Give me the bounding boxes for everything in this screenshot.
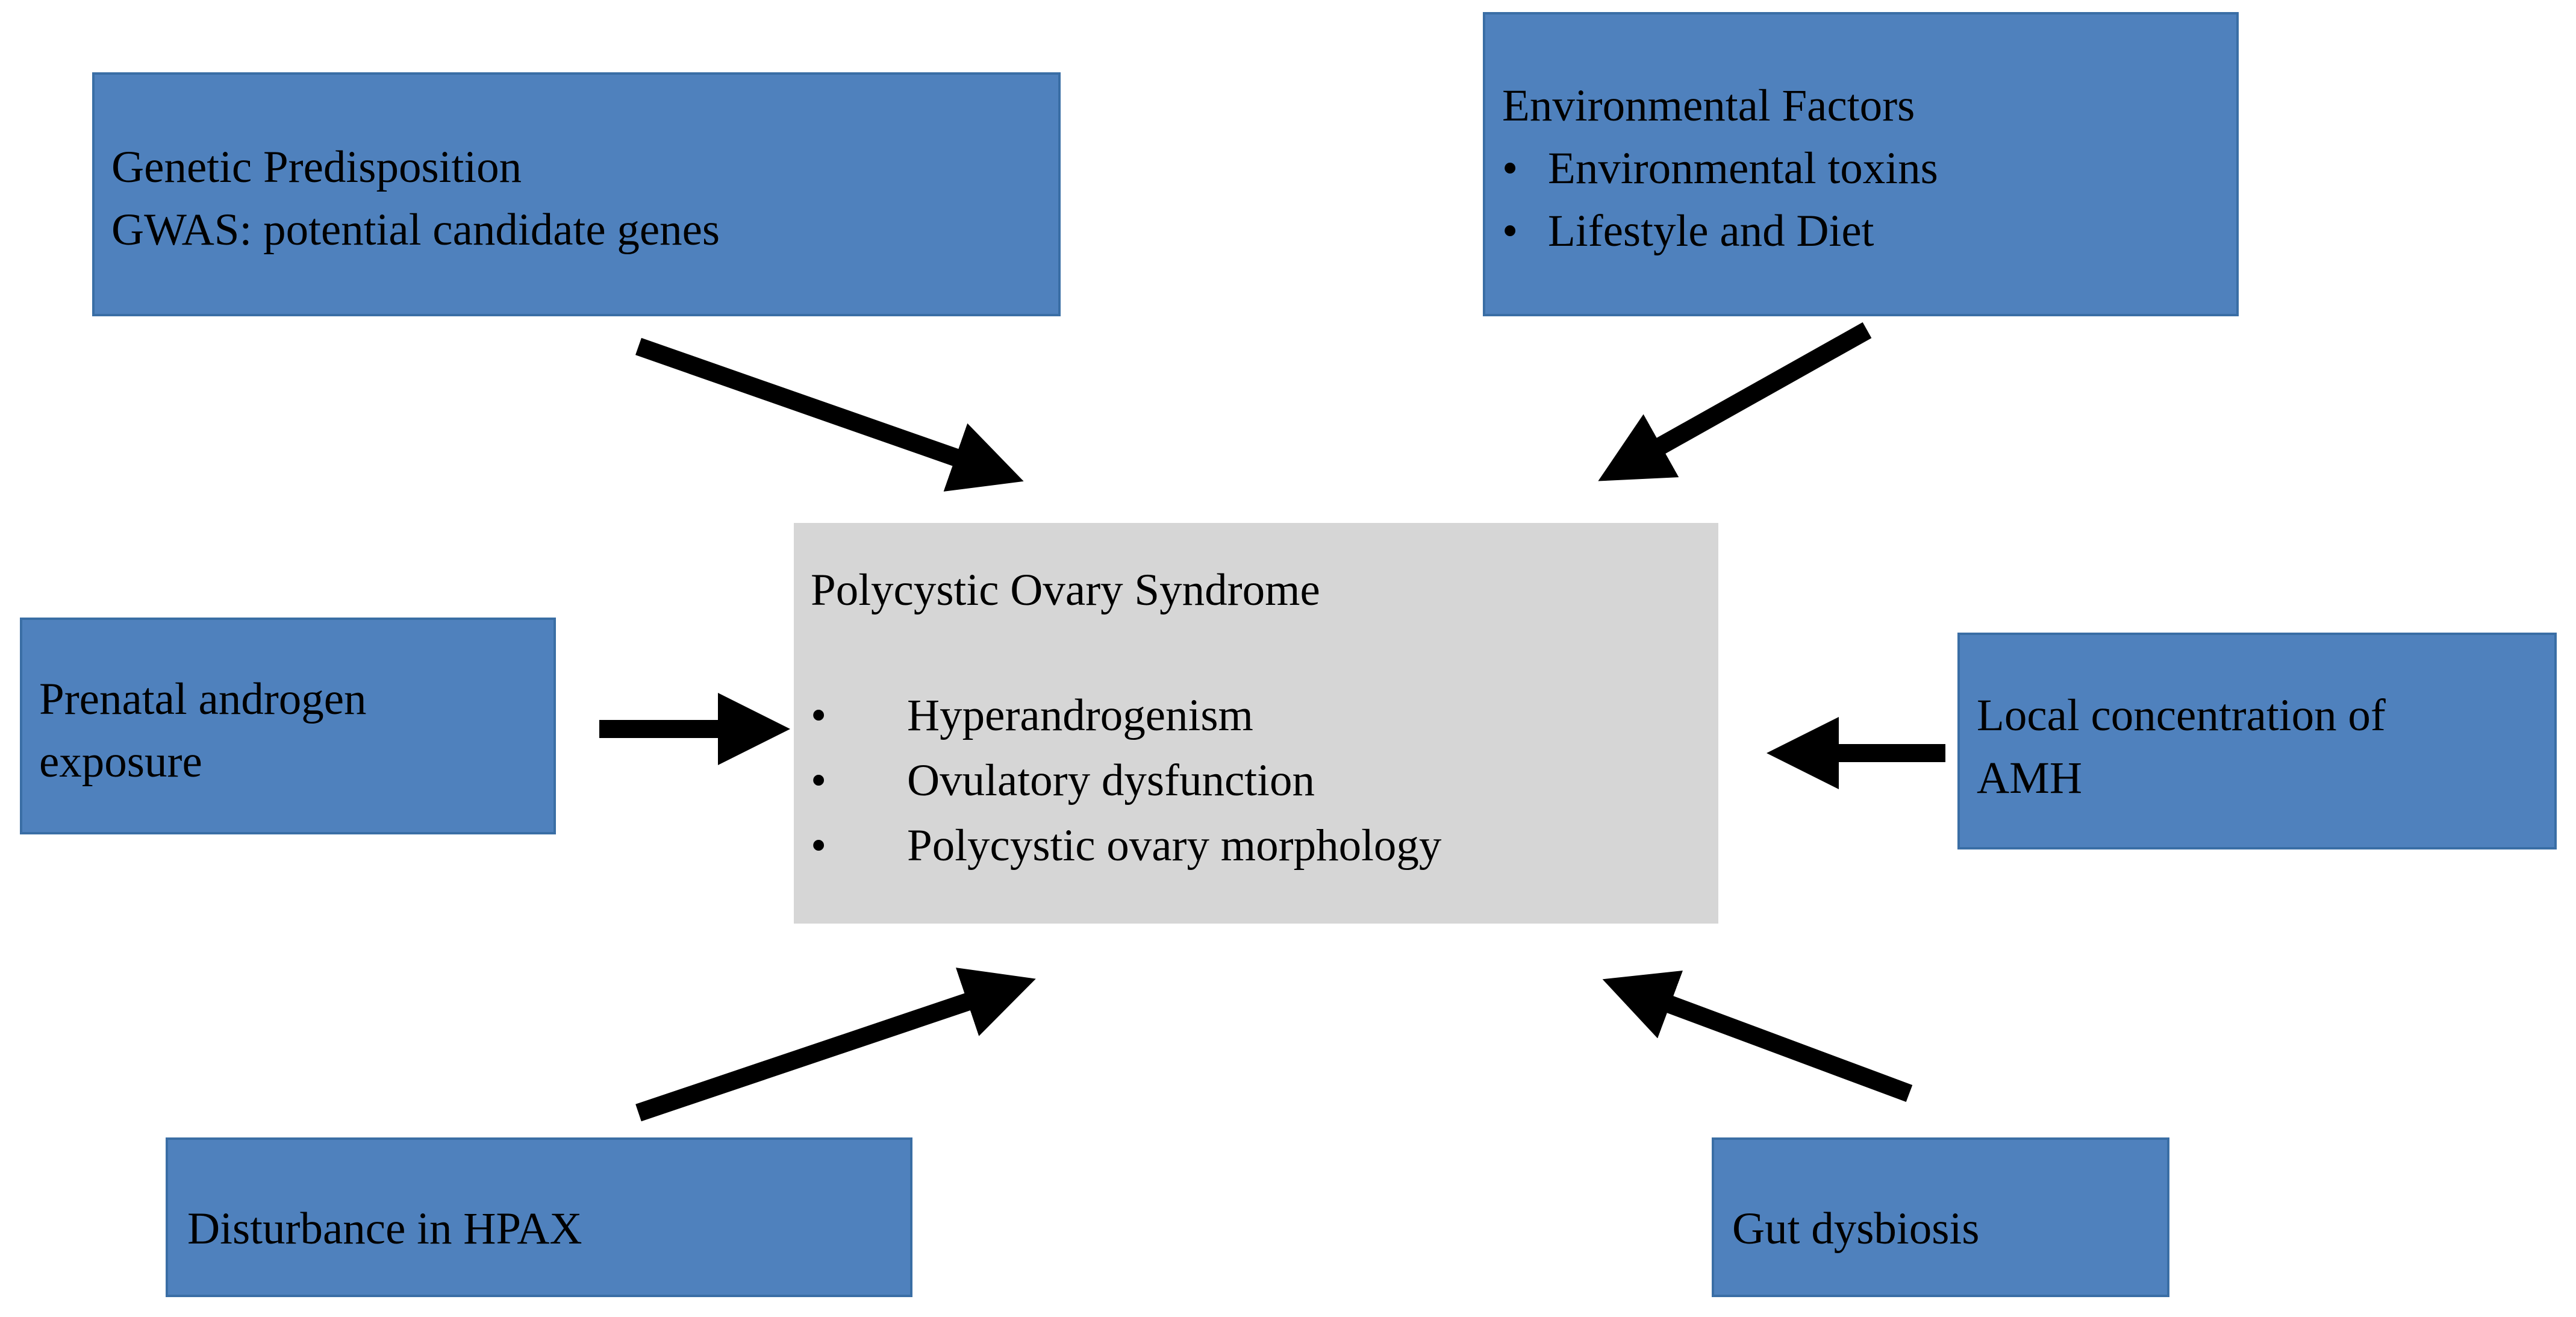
bullet-glyph: • (811, 821, 827, 871)
prenatal-androgen-box: Prenatal androgen exposure (20, 618, 556, 834)
environmental-title: Environmental Factors (1502, 81, 1915, 131)
prenatal-line2: exposure (39, 737, 202, 787)
pcos-feature-label: Polycystic ovary morphology (907, 821, 1442, 871)
pcos-feature: • Hyperandrogenism (811, 683, 1718, 748)
pcos-feature-label: Hyperandrogenism (907, 690, 1253, 740)
genetic-predisposition-box: Genetic Predisposition GWAS: potential c… (92, 72, 1061, 316)
prenatal-line1: Prenatal androgen (39, 674, 367, 724)
amh-line1: Local concentration of (1977, 690, 2386, 740)
bullet-glyph: • (811, 690, 827, 740)
genetic-subtitle: GWAS: potential candidate genes (111, 205, 720, 255)
amh-line2: AMH (1977, 753, 2083, 803)
pcos-title: Polycystic Ovary Syndrome (811, 565, 1320, 615)
environmental-item-label: Lifestyle and Diet (1548, 206, 1874, 256)
environmental-factors-box: Environmental Factors • Environmental tox… (1483, 12, 2239, 316)
environmental-item-label: Environmental toxins (1548, 143, 1938, 193)
environmental-items: • Environmental toxins • Lifestyle and Die… (1502, 137, 2236, 263)
environmental-item: • Lifestyle and Diet (1502, 200, 2236, 263)
arrow-gut-to-pcos (1602, 970, 1913, 1103)
bullet-glyph: • (1502, 143, 1518, 193)
genetic-title: Genetic Predisposition (111, 142, 522, 192)
gut-dysbiosis-box: Gut dysbiosis (1712, 1137, 2169, 1297)
arrow-hpax-to-pcos (635, 968, 1036, 1122)
bullet-glyph: • (1502, 206, 1518, 256)
gut-label: Gut dysbiosis (1732, 1204, 1980, 1254)
hpax-box: Disturbance in HPAX (166, 1137, 912, 1297)
environmental-item: • Environmental toxins (1502, 137, 2236, 200)
pcos-feature: • Ovulatory dysfunction (811, 748, 1718, 813)
bullet-glyph: • (811, 755, 827, 806)
pcos-features: • Hyperandrogenism • Ovulatory dysfunction… (811, 683, 1718, 878)
pcos-feature-label: Ovulatory dysfunction (907, 755, 1315, 806)
arrow-environmental-to-pcos (1598, 322, 1872, 481)
local-amh-box: Local concentration of AMH (1957, 633, 2557, 849)
arrow-genetic-to-pcos (635, 337, 1024, 492)
pcos-feature: • Polycystic ovary morphology (811, 813, 1718, 878)
pcos-center-box: Polycystic Ovary Syndrome • Hyperandrogen… (794, 523, 1718, 924)
hpax-label: Disturbance in HPAX (187, 1204, 582, 1254)
